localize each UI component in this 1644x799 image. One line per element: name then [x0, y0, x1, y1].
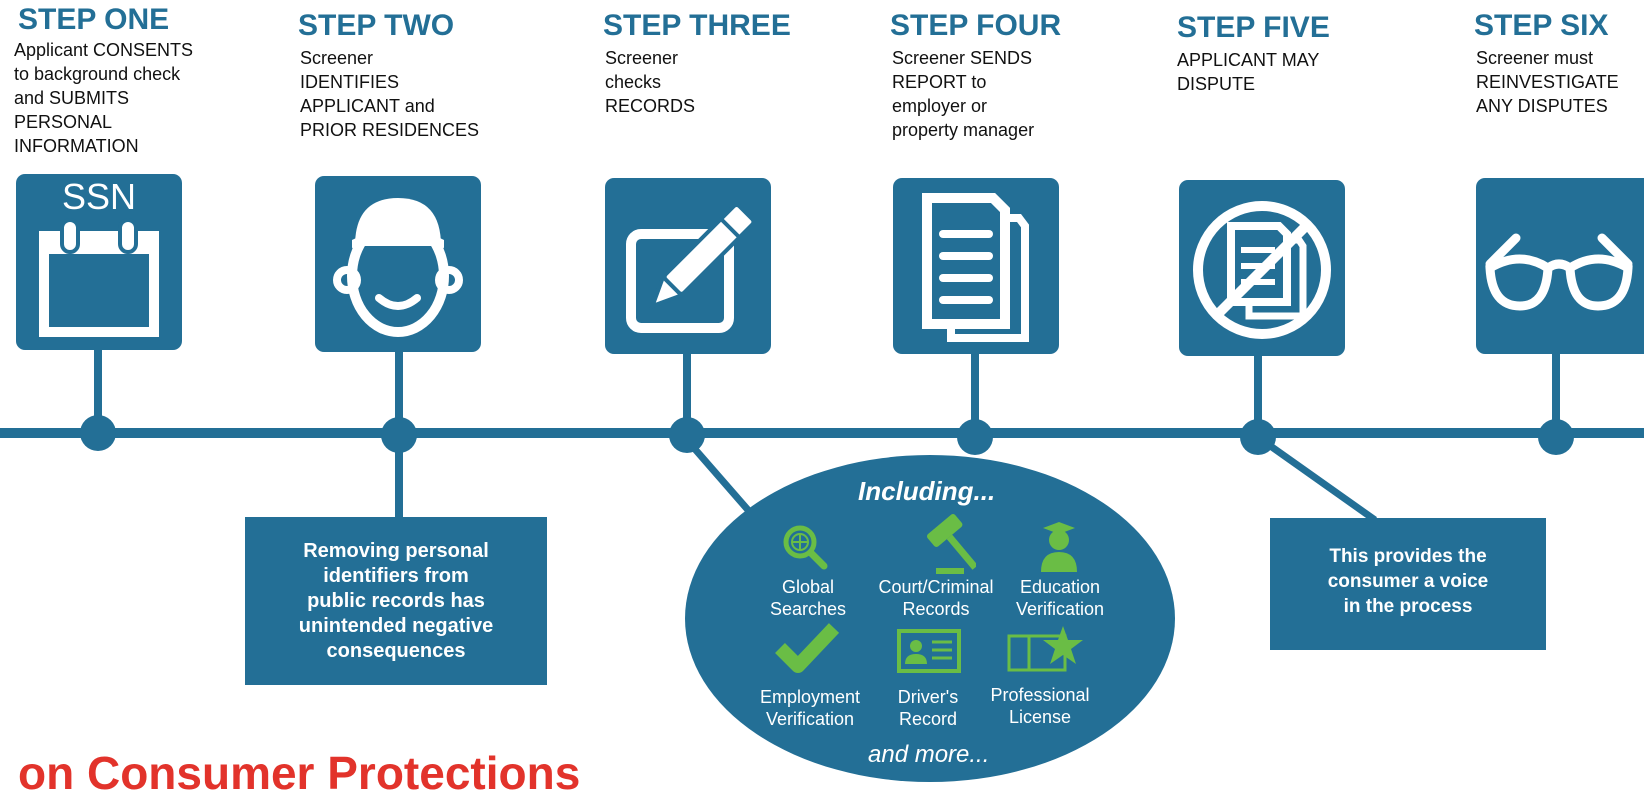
checkmark-icon [775, 623, 840, 673]
including-more: and more... [868, 741, 990, 768]
step-five-description: APPLICANT MAY DISPUTE [1177, 48, 1319, 96]
step-two-line: Screener [300, 48, 374, 68]
step-five-line: DISPUTE [1177, 74, 1256, 94]
step-two-line: APPLICANT and [300, 96, 435, 116]
step-three-line: Screener [605, 48, 679, 68]
callout-line: unintended negative [298, 615, 494, 637]
step-one-title: STEP ONE [18, 3, 170, 36]
step-six-line: REINVESTIGATE [1476, 72, 1619, 92]
step-three-icon-box [605, 178, 771, 354]
step-two-title: STEP TWO [298, 9, 455, 42]
step-four-line: property manager [892, 120, 1035, 140]
include-label-line: Court/Criminal [878, 577, 994, 597]
include-label-line: Records [902, 599, 970, 619]
callout-line: Removing personal [303, 540, 489, 562]
step-three-line: checks [605, 72, 662, 92]
timeline-bar [0, 428, 1644, 438]
step-one-icon-box: SSN [16, 174, 182, 350]
callout-line: in the process [1343, 596, 1473, 617]
include-label-line: Verification [1015, 599, 1105, 619]
callout-line: identifiers from [323, 565, 469, 587]
step-three-node [669, 417, 705, 453]
step-two-icon-box [315, 176, 481, 352]
step-three-description: Screener checks RECORDS [605, 46, 695, 118]
step-four-title: STEP FOUR [890, 9, 1062, 42]
include-label-line: Verification [765, 709, 855, 729]
include-label-line: Professional [990, 685, 1090, 705]
calendar-ssn-icon [39, 218, 159, 337]
callout-line: public records has [307, 590, 485, 612]
callout-consumer-voice: This provides the consumer a voice in th… [1270, 518, 1546, 650]
step-six-title: STEP SIX [1474, 9, 1609, 42]
include-court-criminal-records: Court/Criminal Records [878, 576, 993, 620]
step-four-description: Screener SENDS REPORT to employer or pro… [892, 46, 1034, 142]
step-one-line: and SUBMITS [14, 88, 130, 108]
include-global-searches: Global Searches [770, 576, 846, 620]
step-six-line: ANY DISPUTES [1476, 96, 1608, 116]
step-two-line: PRIOR RESIDENCES [300, 120, 480, 140]
gavel-icon [927, 514, 976, 574]
step-four-icon-box [893, 178, 1059, 354]
step-five-node [1240, 419, 1276, 455]
section-title: on Consumer Protections [18, 747, 581, 799]
step-one-line: PERSONAL [14, 112, 113, 132]
callout-line: consumer a voice [1327, 571, 1489, 592]
step-five-title: STEP FIVE [1177, 11, 1330, 44]
step-four-node [957, 419, 993, 455]
step-four-line: employer or [892, 96, 988, 116]
include-drivers-record: Driver's Record [898, 686, 958, 730]
step-one-line: to background check [14, 64, 181, 84]
step-one-line: INFORMATION [14, 136, 139, 156]
step-four-line: Screener SENDS [892, 48, 1033, 68]
step-three-title: STEP THREE [603, 9, 791, 42]
include-label-line: Record [898, 709, 958, 729]
step-three-stem [683, 354, 691, 432]
person-face-icon [333, 198, 463, 337]
include-education-verification: Education Verification [1016, 576, 1104, 620]
connector-lines [395, 437, 1378, 523]
include-label-line: Education [1019, 577, 1101, 597]
license-star-icon [1007, 626, 1083, 672]
including-title: Including... [858, 476, 996, 506]
step-two-stem [395, 352, 403, 432]
step-six-description: Screener must REINVESTIGATE ANY DISPUTES [1476, 46, 1619, 118]
include-label-line: Driver's [897, 687, 959, 707]
step-one-stem [94, 348, 102, 430]
callout-personal-identifiers: Removing personal identifiers from publi… [245, 517, 547, 685]
include-label-line: Employment [759, 687, 861, 707]
step-six-line: Screener must [1476, 48, 1594, 68]
step-two-description: Screener IDENTIFIES APPLICANT and PRIOR … [300, 46, 479, 142]
globe-search-icon [783, 525, 828, 570]
step-six-node [1538, 419, 1574, 455]
ssn-label: SSN [61, 176, 137, 217]
no-document-icon [1193, 201, 1331, 339]
step-five-line: APPLICANT MAY [1177, 50, 1320, 70]
step-three-line: RECORDS [605, 96, 696, 116]
step-two-node [381, 417, 417, 453]
step-one-line: Applicant CONSENTS [14, 40, 194, 60]
id-card-icon [897, 629, 961, 673]
step-four-line: REPORT to [892, 72, 987, 92]
step-six-icon-box [1476, 178, 1644, 354]
callout-line: consequences [326, 640, 466, 662]
step-five-stem [1254, 356, 1262, 432]
step-six-stem [1552, 354, 1560, 432]
pencil-edit-icon [626, 203, 756, 333]
callout-line: This provides the [1329, 546, 1487, 567]
step-one-description: Applicant CONSENTS to background check a… [14, 38, 193, 158]
include-employment-verification: Employment Verification [760, 686, 860, 730]
graduate-icon [1041, 522, 1077, 572]
document-report-icon [922, 193, 1029, 342]
step-five-icon-box [1179, 180, 1345, 356]
include-label-line: Searches [769, 599, 847, 619]
include-label-line: License [1008, 707, 1072, 727]
step-two-line: IDENTIFIES [300, 72, 400, 92]
include-label-line: Global [781, 577, 835, 597]
step-four-stem [971, 354, 979, 432]
glasses-icon [1485, 233, 1633, 311]
include-professional-license: Professional License [990, 684, 1089, 728]
including-oval [685, 455, 1175, 782]
step-one-node [80, 415, 116, 451]
